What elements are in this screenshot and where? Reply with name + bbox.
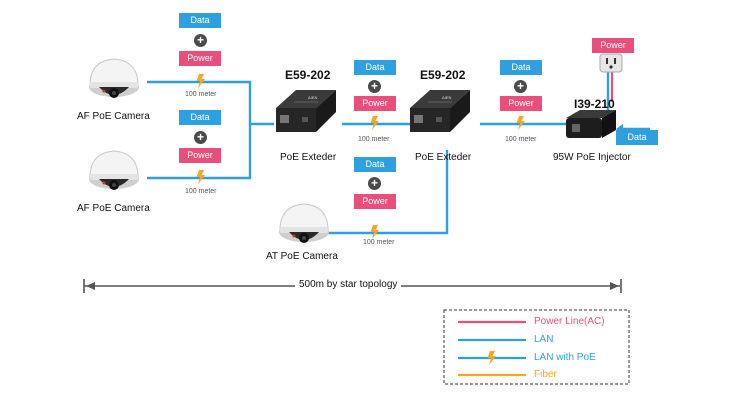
- distance-label: 100 meter: [185, 188, 217, 195]
- data-tag: Data: [179, 13, 221, 28]
- plus-icon: +: [368, 80, 381, 93]
- power-tag: Power: [354, 194, 396, 209]
- power-outlet-icon: [599, 53, 623, 73]
- power-tag: Power: [179, 51, 221, 66]
- injector-model: I39-210: [574, 97, 615, 111]
- camera-label-bottom: AT PoE Camera: [266, 251, 338, 262]
- poe-injector-icon: [566, 110, 616, 138]
- poe-extender-icon: [275, 89, 337, 133]
- extender1-label: PoE Exteder: [280, 152, 337, 163]
- plus-icon: +: [514, 80, 527, 93]
- data-tag: Data: [354, 157, 396, 172]
- legend-lan-poe: LAN with PoE: [534, 352, 596, 363]
- camera-label-mid: AF PoE Camera: [77, 203, 150, 214]
- plus-icon: +: [194, 131, 207, 144]
- topology-label: 500m by star topology: [295, 279, 402, 290]
- extender2-model: E59-202: [420, 68, 466, 82]
- legend-power-line: Power Line(AC): [534, 316, 605, 327]
- distance-label: 100 meter: [363, 239, 395, 246]
- poe-extender-icon: [409, 89, 471, 133]
- distance-label: 100 meter: [358, 136, 390, 143]
- data-tag: Data: [354, 60, 396, 75]
- injector-label: 95W PoE Injector: [553, 152, 631, 163]
- dome-camera-icon: [88, 58, 140, 99]
- plus-icon: +: [368, 177, 381, 190]
- plus-icon: +: [194, 34, 207, 47]
- legend-fiber: Fiber: [534, 369, 557, 380]
- power-tag: Power: [500, 96, 542, 111]
- injector-data-tag: Data: [616, 130, 658, 145]
- power-tag: Power: [179, 148, 221, 163]
- data-tag: Data: [179, 110, 221, 125]
- distance-label: 100 meter: [505, 136, 537, 143]
- legend-lan: LAN: [534, 334, 554, 345]
- data-tag: Data: [500, 60, 542, 75]
- dome-camera-icon: [88, 150, 140, 191]
- extender2-label: PoE Exteder: [415, 152, 472, 163]
- dome-camera-icon: [278, 203, 330, 244]
- camera-label-top: AF PoE Camera: [77, 111, 150, 122]
- extender1-model: E59-202: [285, 68, 331, 82]
- distance-label: 100 meter: [185, 91, 217, 98]
- power-tag: Power: [354, 96, 396, 111]
- ac-power-tag: Power: [592, 38, 634, 53]
- legend-box: [443, 309, 630, 385]
